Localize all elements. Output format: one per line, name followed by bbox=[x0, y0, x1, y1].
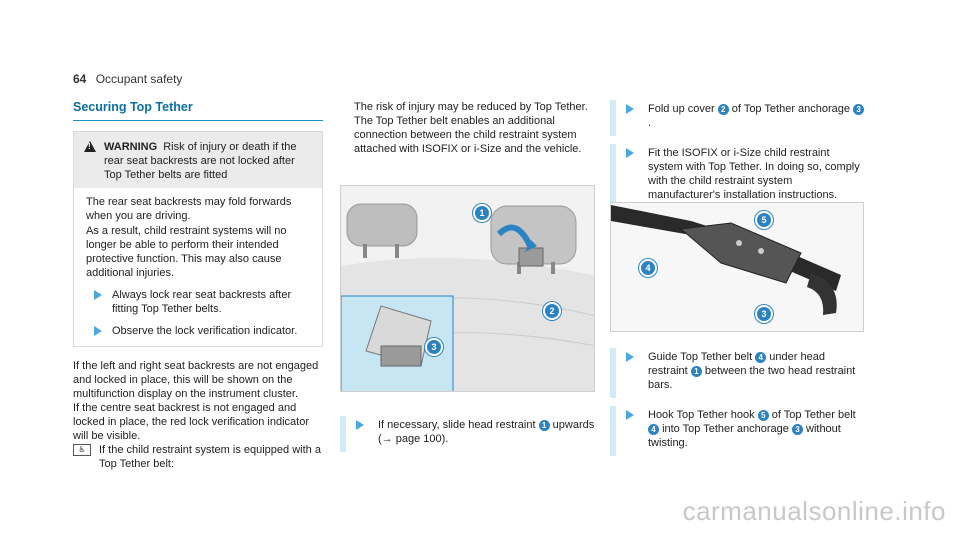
warning-triangle-icon bbox=[84, 141, 96, 152]
number-badge: 3 bbox=[791, 424, 803, 435]
number-badge: 4 bbox=[755, 352, 767, 363]
step-text: . bbox=[648, 117, 652, 129]
step-text: without twisting. bbox=[648, 423, 841, 449]
step-arrow-icon bbox=[626, 410, 634, 420]
step-text: If necessary, slide head restraint bbox=[378, 419, 536, 431]
column-right: Fold up cover 2 of Top Tether anchorage … bbox=[610, 100, 865, 208]
step-text: into Top Tether anchorage bbox=[662, 423, 789, 435]
step-fit-restraint: Fit the ISOFIX or i-Size child restraint… bbox=[610, 144, 865, 208]
number-badge: 5 bbox=[757, 410, 769, 421]
step-text: Always lock rear seat backrests after fi… bbox=[112, 289, 292, 315]
callout-3-tether: 3 bbox=[755, 305, 773, 323]
step-text: Fold up cover bbox=[648, 103, 715, 115]
warning-label: WARNING bbox=[104, 141, 158, 153]
warning-step: Always lock rear seat backrests after fi… bbox=[86, 288, 314, 316]
number-badge: 3 bbox=[853, 104, 865, 115]
callout-3: 3 bbox=[425, 338, 443, 356]
step-arrow-icon bbox=[626, 148, 634, 158]
callout-2: 2 bbox=[543, 302, 561, 320]
body-text: If the left and right seat backrests are… bbox=[73, 359, 323, 471]
top-tether-illustration bbox=[611, 203, 863, 331]
page-number: 64 bbox=[73, 72, 87, 86]
intro-paragraph: The risk of injury may be reduced by Top… bbox=[354, 101, 588, 155]
page-header: 64 Occupant safety bbox=[73, 72, 182, 86]
step-arrow-icon bbox=[94, 326, 102, 336]
step-text: between the two head restraint bars. bbox=[648, 365, 856, 391]
number-badge: 4 bbox=[648, 424, 659, 435]
step-arrow-icon bbox=[626, 352, 634, 362]
number-badge: 1 bbox=[538, 420, 550, 431]
column-right-steps: Guide Top Tether belt 4 under head restr… bbox=[610, 340, 865, 456]
step-text: Fit the ISOFIX or i-Size child restraint… bbox=[648, 147, 860, 201]
watermark: carmanualsonline.info bbox=[682, 496, 946, 526]
section-name: Occupant safety bbox=[95, 72, 183, 86]
warning-body: The rear seat backrests may fold forward… bbox=[74, 188, 322, 346]
column-middle: The risk of injury may be reduced by Top… bbox=[340, 100, 596, 156]
step-text: Guide Top Tether belt bbox=[648, 351, 753, 363]
warning-body-line: The rear seat backrests may fold forward… bbox=[86, 196, 292, 222]
step-arrow-icon bbox=[356, 420, 364, 430]
step-text: Observe the lock verification indicator. bbox=[112, 325, 298, 337]
callout-1: 1 bbox=[473, 204, 491, 222]
step-text: of Top Tether anchorage bbox=[731, 103, 851, 115]
step-guide-belt: Guide Top Tether belt 4 under head restr… bbox=[610, 348, 865, 398]
column-left: Securing Top Tether WARNING Risk of inju… bbox=[73, 100, 323, 471]
step-head-restraint: If necessary, slide head restraint 1 upw… bbox=[340, 416, 596, 452]
child-seat-text: If the child restraint system is equippe… bbox=[99, 444, 321, 470]
warning-step: Observe the lock verification indicator. bbox=[86, 324, 314, 338]
step-hook-belt: Hook Top Tether hook 5 of Top Tether bel… bbox=[610, 406, 865, 456]
number-badge: 1 bbox=[690, 366, 702, 377]
warning-text: Risk of injury or death if the rear seat… bbox=[104, 141, 297, 181]
child-seat-icon: ♿ bbox=[73, 444, 91, 456]
warning-box: WARNING Risk of injury or death if the r… bbox=[73, 131, 323, 347]
figure-top-tether: 5 4 3 bbox=[610, 202, 864, 332]
callout-4: 4 bbox=[639, 259, 657, 277]
step-fold-cover: Fold up cover 2 of Top Tether anchorage … bbox=[610, 100, 865, 136]
child-seat-note: ♿ If the child restraint system is equip… bbox=[73, 443, 323, 471]
step-text: Hook Top Tether hook bbox=[648, 409, 755, 421]
column-middle-steps: If necessary, slide head restraint 1 upw… bbox=[340, 408, 596, 452]
paragraph: If the left and right seat backrests are… bbox=[73, 360, 319, 400]
figure-head-restraint: 1 2 3 bbox=[340, 185, 595, 392]
step-arrow-icon bbox=[626, 104, 634, 114]
head-restraint-illustration bbox=[341, 186, 594, 391]
paragraph: If the centre seat backrest is not engag… bbox=[73, 402, 310, 442]
step-text: of Top Tether belt bbox=[771, 409, 856, 421]
step-text: under head restraint bbox=[648, 351, 825, 377]
warning-body-line: As a result, child restraint systems wil… bbox=[86, 225, 287, 279]
number-badge: 2 bbox=[717, 104, 729, 115]
section-title: Securing Top Tether bbox=[73, 100, 323, 121]
step-text: upwards (→ page 100). bbox=[378, 419, 595, 445]
warning-header: WARNING Risk of injury or death if the r… bbox=[74, 132, 322, 188]
step-arrow-icon bbox=[94, 290, 102, 300]
callout-5: 5 bbox=[755, 211, 773, 229]
